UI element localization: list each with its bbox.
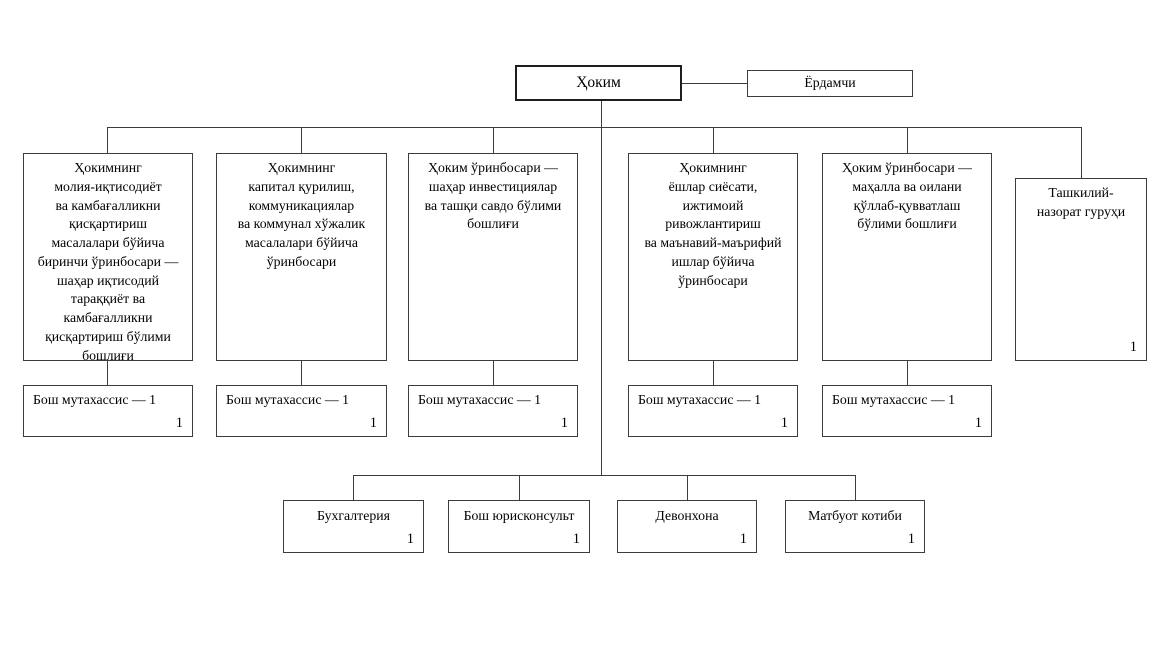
org-box-press-secretary-label: Матбуот котиби (808, 508, 902, 523)
staff-count: 1 (175, 415, 183, 431)
org-box-khokim-label: Ҳоким (576, 74, 621, 92)
connector-drop-spec-3 (493, 361, 494, 385)
staff-count: 1 (1129, 339, 1137, 355)
org-box-specialist-3: Бош мутахассис — 1 1 (408, 385, 578, 437)
org-box-specialist-4-label: Бош мутахассис — 1 (638, 392, 762, 407)
org-box-assistant-label: Ёрдамчи (804, 75, 856, 91)
org-box-legal-counsel-label: Бош юрисконсульт (463, 508, 575, 523)
org-box-accounting: Бухгалтерия 1 (283, 500, 424, 553)
connector-root-assistant (682, 83, 747, 84)
connector-drop-dept-2 (519, 475, 520, 500)
connector-root-trunk (601, 100, 602, 475)
connector-drop-dept-4 (855, 475, 856, 500)
connector-drop-deputy-2 (301, 127, 302, 153)
org-box-specialist-5: Бош мутахассис — 1 1 (822, 385, 992, 437)
org-box-specialist-1-label: Бош мутахассис — 1 (33, 392, 157, 407)
connector-drop-deputy-5 (907, 127, 908, 153)
staff-count: 1 (406, 531, 414, 547)
org-box-deputy-investments-label: Ҳоким ўринбосари — шаҳар инвестициялар в… (424, 160, 562, 232)
org-box-deputy-youth-label: Ҳокимнинг ёшлар сиёсати, ижтимоий ривожл… (644, 160, 782, 288)
staff-count: 1 (780, 415, 788, 431)
connector-drop-deputy-3 (493, 127, 494, 153)
connector-drop-dept-3 (687, 475, 688, 500)
org-box-deputy-mahalla-label: Ҳоким ўринбосари — маҳалла ва оилани қўл… (842, 160, 972, 232)
org-box-deputy-finance-label: Ҳокимнинг молия-иқтисодиёт ва камбағалли… (37, 160, 179, 363)
org-box-chancellery-label: Девонхона (655, 508, 719, 523)
org-box-khokim: Ҳоким (515, 65, 682, 101)
connector-drop-deputy-1 (107, 127, 108, 153)
connector-drop-deputy-6 (1081, 127, 1082, 178)
org-box-specialist-5-label: Бош мутахассис — 1 (832, 392, 956, 407)
org-box-chancellery: Девонхона 1 (617, 500, 757, 553)
connector-drop-spec-5 (907, 361, 908, 385)
org-box-control-group-label: Ташкилий- назорат гуруҳи (1036, 185, 1126, 219)
staff-count: 1 (369, 415, 377, 431)
staff-count: 1 (907, 531, 915, 547)
org-box-deputy-construction-label: Ҳокимнинг капитал қурилиш, коммуникациял… (237, 160, 366, 269)
org-box-assistant: Ёрдамчи (747, 70, 913, 97)
org-box-press-secretary: Матбуот котиби 1 (785, 500, 925, 553)
org-box-specialist-1: Бош мутахассис — 1 1 (23, 385, 193, 437)
staff-count: 1 (974, 415, 982, 431)
org-box-specialist-2: Бош мутахассис — 1 1 (216, 385, 387, 437)
org-box-specialist-4: Бош мутахассис — 1 1 (628, 385, 798, 437)
org-box-deputy-youth: Ҳокимнинг ёшлар сиёсати, ижтимоий ривожл… (628, 153, 798, 361)
org-box-accounting-label: Бухгалтерия (317, 508, 390, 523)
org-box-legal-counsel: Бош юрисконсульт 1 (448, 500, 590, 553)
connector-drop-spec-4 (713, 361, 714, 385)
connector-deputies-bus (107, 127, 1082, 128)
connector-drop-dept-1 (353, 475, 354, 500)
org-box-deputy-investments: Ҳоким ўринбосари — шаҳар инвестициялар в… (408, 153, 578, 361)
org-box-specialist-3-label: Бош мутахассис — 1 (418, 392, 542, 407)
org-box-specialist-2-label: Бош мутахассис — 1 (226, 392, 350, 407)
staff-count: 1 (739, 531, 747, 547)
staff-count: 1 (572, 531, 580, 547)
connector-drop-deputy-4 (713, 127, 714, 153)
org-box-deputy-construction: Ҳокимнинг капитал қурилиш, коммуникациял… (216, 153, 387, 361)
org-box-control-group: Ташкилий- назорат гуруҳи 1 (1015, 178, 1147, 361)
org-box-deputy-finance: Ҳокимнинг молия-иқтисодиёт ва камбағалли… (23, 153, 193, 363)
connector-drop-spec-2 (301, 361, 302, 385)
org-box-deputy-mahalla: Ҳоким ўринбосари — маҳалла ва оилани қўл… (822, 153, 992, 361)
staff-count: 1 (560, 415, 568, 431)
connector-drop-spec-1 (107, 361, 108, 385)
connector-departments-bus (353, 475, 855, 476)
